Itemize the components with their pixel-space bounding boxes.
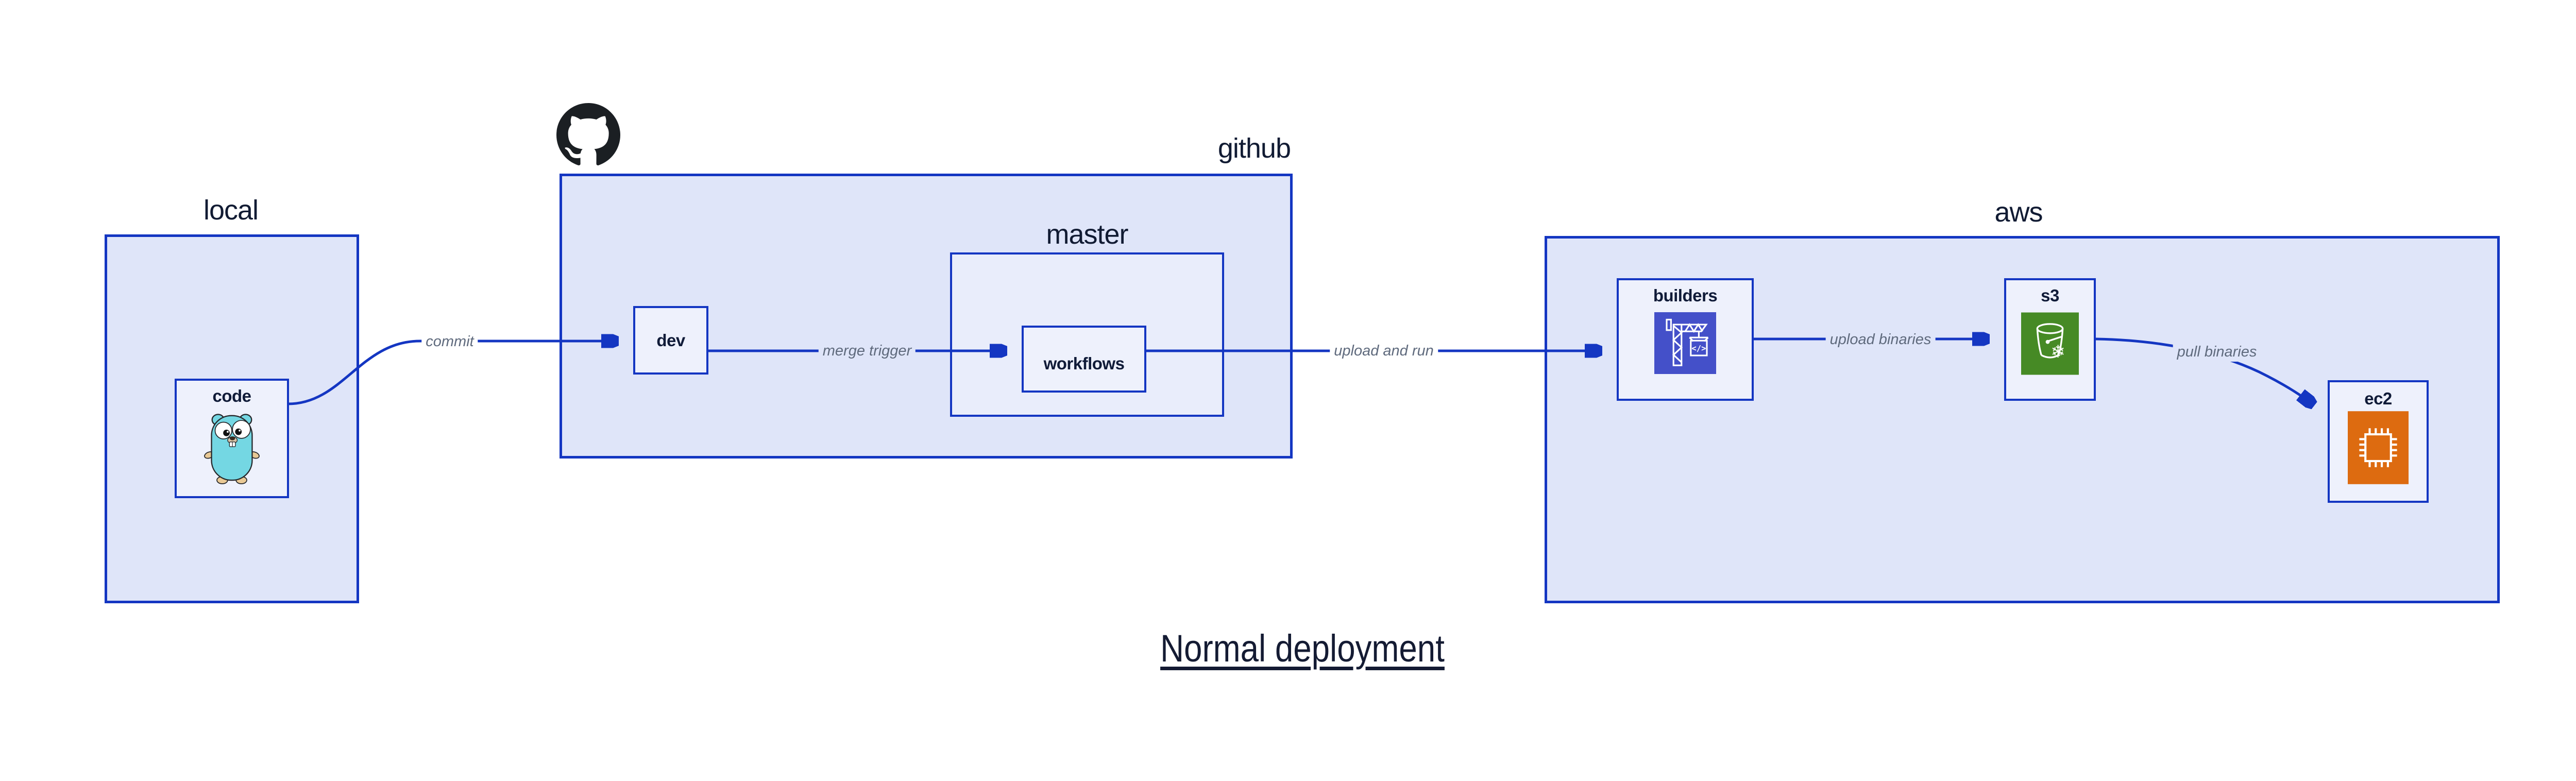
edge-label-pull-binaries: pull binaries: [2173, 342, 2261, 362]
node-s3-label: s3: [2041, 286, 2059, 305]
edge-label-upload-and-run: upload and run: [1330, 341, 1438, 361]
node-s3: s3 ❄: [2004, 278, 2096, 401]
edge-commit-arrow: [287, 341, 616, 405]
node-ec2-label: ec2: [2364, 389, 2392, 408]
node-ec2: ec2: [2328, 380, 2429, 503]
svg-text:</>: </>: [1691, 344, 1706, 353]
edge-pull-binaries-arrow: [2095, 337, 2312, 404]
edge-label-merge-trigger: merge trigger: [818, 341, 916, 361]
node-builders-label: builders: [1653, 286, 1718, 305]
master-group-label: master: [1046, 219, 1128, 250]
node-dev-label: dev: [656, 330, 685, 350]
s3-bucket-snowflake-icon: ❄: [2021, 312, 2079, 375]
diagram-title: Normal deployment: [1160, 627, 1445, 670]
svg-text:❄: ❄: [2051, 342, 2065, 362]
edge-label-upload-binaries: upload binaries: [1825, 330, 1936, 349]
github-octocat-icon: [556, 103, 620, 165]
local-group-label: local: [203, 195, 259, 226]
edge-label-commit: commit: [421, 332, 478, 351]
node-workflows: workflows: [1022, 326, 1146, 393]
aws-group-label: aws: [1994, 197, 2043, 228]
node-code-label: code: [212, 386, 251, 405]
codebuild-crane-icon: </>: [1654, 312, 1716, 374]
ec2-chip-icon: [2348, 411, 2409, 484]
node-code: code: [175, 379, 289, 498]
go-gopher-icon: [204, 414, 260, 484]
node-builders: builders </>: [1617, 278, 1754, 401]
node-workflows-label: workflows: [1043, 354, 1125, 373]
node-dev: dev: [633, 306, 708, 375]
github-group-label: github: [1217, 133, 1291, 164]
